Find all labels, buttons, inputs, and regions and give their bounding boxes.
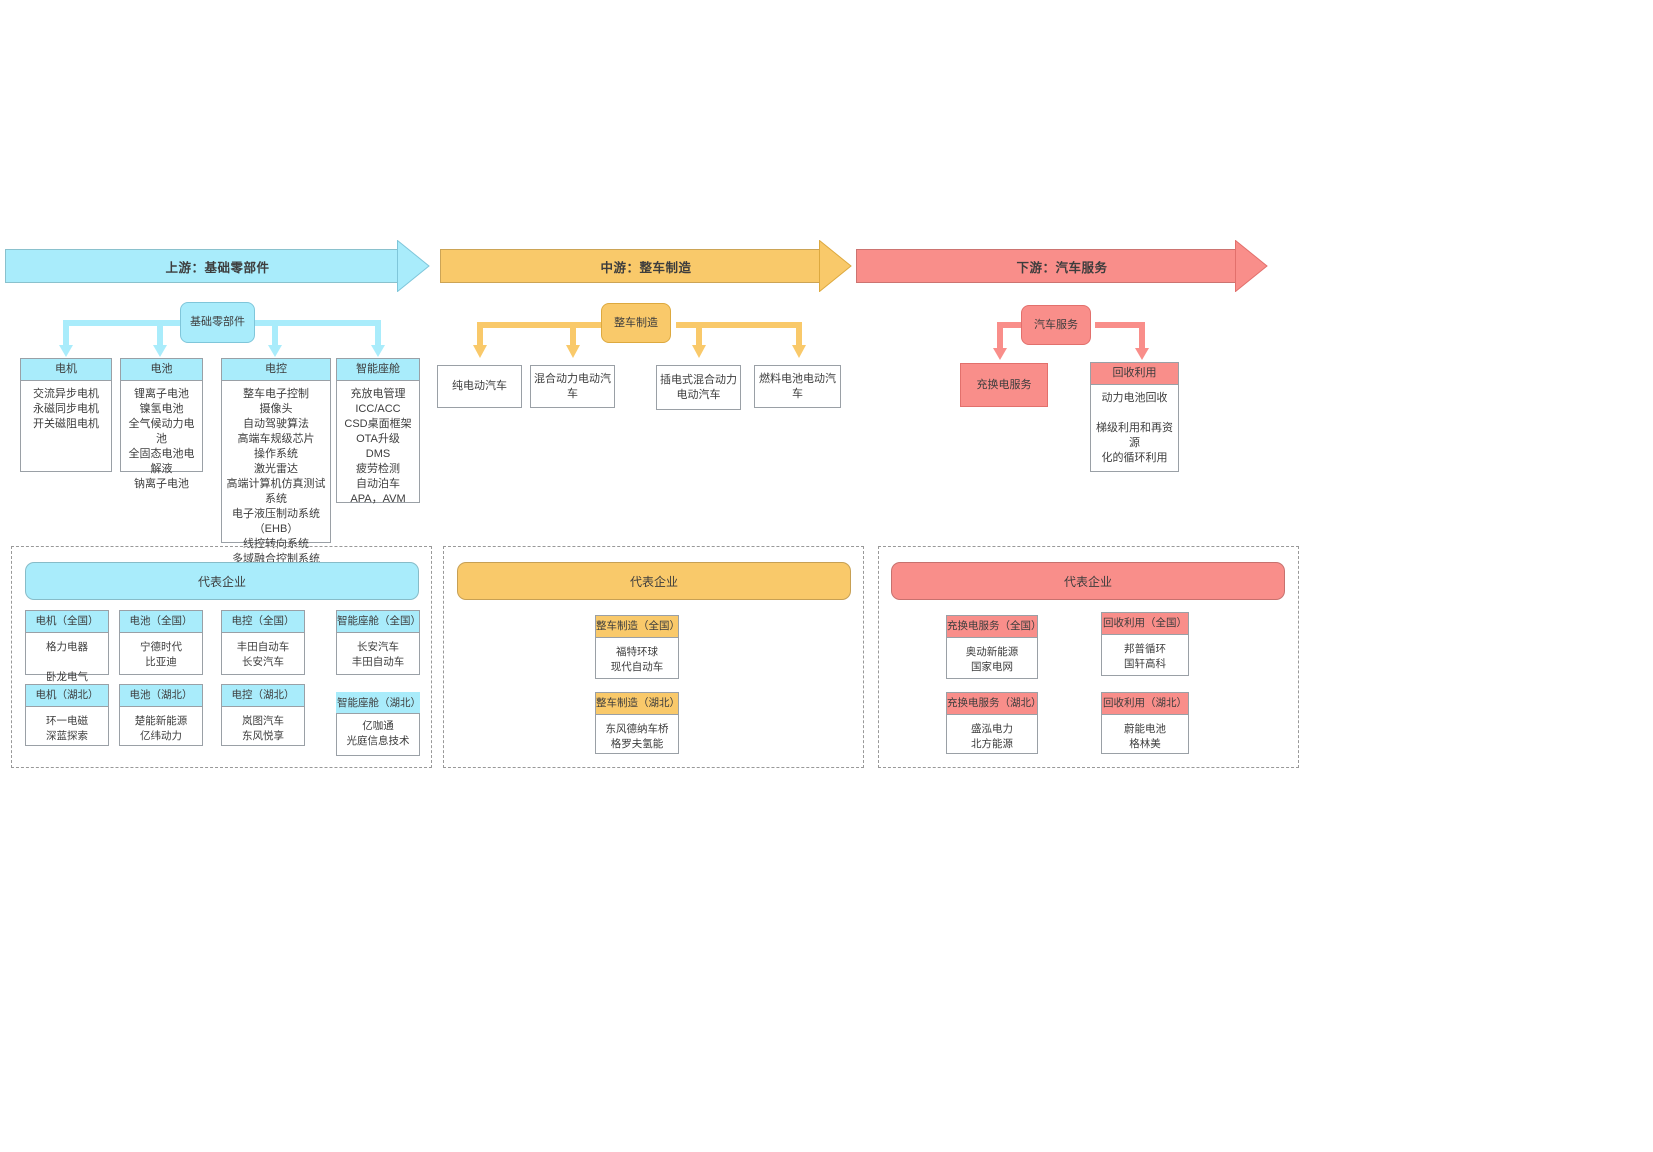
- midstream-branch-bev-label: 纯电动汽车: [452, 379, 507, 394]
- node-upstream-root-label: 基础零部件: [190, 315, 245, 330]
- company-cell-cockpit-hubei-items: 亿咖通 光庭信息技术: [337, 714, 419, 756]
- company-cell-battery-national[interactable]: 电池（全国） 宁德时代 比亚迪: [119, 610, 203, 675]
- company-cell-charging-hubei[interactable]: 充换电服务（湖北） 盛泓电力 北方能源: [946, 692, 1038, 754]
- banner-midstream-label: 中游：整车制造: [456, 257, 836, 276]
- company-cell-charging-hubei-items: 盛泓电力 北方能源: [947, 715, 1037, 759]
- upstream-branch-battery-title: 电池: [121, 359, 202, 381]
- midstream-branch-fcev-label: 燃料电池电动汽车: [757, 372, 838, 402]
- company-cell-recycling-national-title: 回收利用（全国）: [1102, 613, 1188, 635]
- node-upstream-root[interactable]: 基础零部件: [180, 302, 255, 343]
- upstream-branch-econtrol-title: 电控: [222, 359, 330, 381]
- company-cell-vehicle-national[interactable]: 整车制造（全国） 福特环球 现代自动车: [595, 615, 679, 679]
- company-cell-recycling-hubei[interactable]: 回收利用（湖北） 蔚能电池 格林美: [1101, 692, 1189, 754]
- company-cell-econtrol-hubei[interactable]: 电控（湖北） 岚图汽车 东风悦享: [221, 684, 305, 746]
- midstream-branch-hev[interactable]: 混合动力电动汽车: [530, 365, 615, 408]
- company-cell-econtrol-national[interactable]: 电控（全国） 丰田自动车 长安汽车: [221, 610, 305, 675]
- upstream-branch-cockpit[interactable]: 智能座舱 充放电管理 ICC/ACC CSD桌面框架 OTA升级 DMS 疲劳检…: [336, 358, 420, 503]
- company-cell-battery-hubei-title: 电池（湖北）: [120, 685, 202, 707]
- upstream-branch-motor-title: 电机: [21, 359, 111, 381]
- company-cell-econtrol-hubei-title: 电控（湖北）: [222, 685, 304, 707]
- upstream-branch-econtrol[interactable]: 电控 整车电子控制 摄像头 自动驾驶算法 高端车规级芯片 操作系统 激光雷达 高…: [221, 358, 331, 543]
- banner-downstream: 下游：汽车服务: [856, 249, 1268, 283]
- company-cell-battery-national-items: 宁德时代 比亚迪: [120, 633, 202, 677]
- upstream-branch-cockpit-items: 充放电管理 ICC/ACC CSD桌面框架 OTA升级 DMS 疲劳检测 自动泊…: [337, 381, 419, 513]
- company-cell-econtrol-national-items: 丰田自动车 长安汽车: [222, 633, 304, 677]
- midstream-branch-fcev[interactable]: 燃料电池电动汽车: [754, 365, 841, 408]
- company-cell-charging-national-title: 充换电服务（全国）: [947, 616, 1037, 638]
- upstream-branch-econtrol-items: 整车电子控制 摄像头 自动驾驶算法 高端车规级芯片 操作系统 激光雷达 高端计算…: [222, 381, 330, 573]
- banner-downstream-label: 下游：汽车服务: [872, 257, 1252, 276]
- node-downstream-root[interactable]: 汽车服务: [1021, 305, 1091, 345]
- company-cell-cockpit-hubei-title: 智能座舱（湖北）: [336, 692, 420, 713]
- company-cell-vehicle-national-title: 整车制造（全国）: [596, 616, 678, 638]
- upstream-branch-battery[interactable]: 电池 锂离子电池 镍氢电池 全气候动力电池 全固态电池电解液 钠离子电池: [120, 358, 203, 472]
- midstream-branch-hev-label: 混合动力电动汽车: [533, 372, 612, 402]
- downstream-branch-charging[interactable]: 充换电服务: [960, 363, 1048, 407]
- company-cell-econtrol-hubei-items: 岚图汽车 东风悦享: [222, 707, 304, 751]
- company-cell-recycling-national-items: 邦普循环 国轩高科: [1102, 635, 1188, 679]
- upstream-branch-motor[interactable]: 电机 交流异步电机 永磁同步电机 开关磁阻电机: [20, 358, 112, 472]
- node-midstream-root-label: 整车制造: [614, 316, 658, 331]
- banner-upstream: 上游：基础零部件: [5, 249, 430, 283]
- downstream-branch-recycling-title: 回收利用: [1091, 363, 1178, 385]
- company-cell-vehicle-hubei[interactable]: 整车制造（湖北） 东风德纳车桥 格罗夫氢能: [595, 692, 679, 754]
- company-cell-recycling-national[interactable]: 回收利用（全国） 邦普循环 国轩高科: [1101, 612, 1189, 676]
- company-cell-vehicle-hubei-items: 东风德纳车桥 格罗夫氢能: [596, 715, 678, 759]
- upstream-branch-cockpit-title: 智能座舱: [337, 359, 419, 381]
- midstream-branch-phev-label: 插电式混合动力电动汽车: [659, 373, 738, 403]
- midstream-branch-bev[interactable]: 纯电动汽车: [437, 365, 522, 408]
- company-cell-recycling-hubei-title: 回收利用（湖北）: [1102, 693, 1188, 715]
- company-cell-vehicle-national-items: 福特环球 现代自动车: [596, 638, 678, 682]
- downstream-branch-recycling[interactable]: 回收利用 动力电池回收 梯级利用和再资源 化的循环利用: [1090, 362, 1179, 472]
- banner-upstream-label: 上游：基础零部件: [21, 257, 414, 276]
- company-cell-charging-national[interactable]: 充换电服务（全国） 奥动新能源 国家电网: [946, 615, 1038, 679]
- company-cell-cockpit-national-title: 智能座舱（全国）: [337, 611, 419, 633]
- company-cell-battery-national-title: 电池（全国）: [120, 611, 202, 633]
- company-cell-econtrol-national-title: 电控（全国）: [222, 611, 304, 633]
- upstream-branch-motor-items: 交流异步电机 永磁同步电机 开关磁阻电机: [21, 381, 111, 438]
- company-cell-motor-hubei-title: 电机（湖北）: [26, 685, 108, 707]
- company-cell-charging-national-items: 奥动新能源 国家电网: [947, 638, 1037, 682]
- company-cell-cockpit-national-items: 长安汽车 丰田自动车: [337, 633, 419, 677]
- company-cell-charging-hubei-title: 充换电服务（湖北）: [947, 693, 1037, 715]
- company-cell-battery-hubei-items: 楚能新能源 亿纬动力: [120, 707, 202, 751]
- midstream-branch-phev[interactable]: 插电式混合动力电动汽车: [656, 365, 741, 410]
- group-midstream-companies-header-label: 代表企业: [630, 573, 678, 590]
- group-midstream-companies-header: 代表企业: [457, 562, 851, 600]
- banner-midstream: 中游：整车制造: [440, 249, 852, 283]
- group-downstream-companies-header-label: 代表企业: [1064, 573, 1112, 590]
- node-midstream-root[interactable]: 整车制造: [601, 303, 671, 343]
- group-downstream-companies-header: 代表企业: [891, 562, 1285, 600]
- downstream-branch-recycling-items: 动力电池回收 梯级利用和再资源 化的循环利用: [1091, 385, 1178, 472]
- downstream-branch-charging-label: 充换电服务: [977, 378, 1032, 393]
- company-cell-recycling-hubei-items: 蔚能电池 格林美: [1102, 715, 1188, 759]
- company-cell-motor-national[interactable]: 电机（全国） 格力电器 卧龙电气: [25, 610, 109, 675]
- group-upstream-companies-header: 代表企业: [25, 562, 419, 600]
- company-cell-motor-hubei[interactable]: 电机（湖北） 环一电磁 深蓝探索: [25, 684, 109, 746]
- company-cell-vehicle-hubei-title: 整车制造（湖北）: [596, 693, 678, 715]
- company-cell-battery-hubei[interactable]: 电池（湖北） 楚能新能源 亿纬动力: [119, 684, 203, 746]
- company-cell-cockpit-national[interactable]: 智能座舱（全国） 长安汽车 丰田自动车: [336, 610, 420, 675]
- upstream-branch-battery-items: 锂离子电池 镍氢电池 全气候动力电池 全固态电池电解液 钠离子电池: [121, 381, 202, 498]
- node-downstream-root-label: 汽车服务: [1034, 318, 1078, 333]
- group-upstream-companies-header-label: 代表企业: [198, 573, 246, 590]
- company-cell-motor-hubei-items: 环一电磁 深蓝探索: [26, 707, 108, 751]
- company-cell-cockpit-hubei[interactable]: 亿咖通 光庭信息技术: [336, 713, 420, 756]
- company-cell-motor-national-title: 电机（全国）: [26, 611, 108, 633]
